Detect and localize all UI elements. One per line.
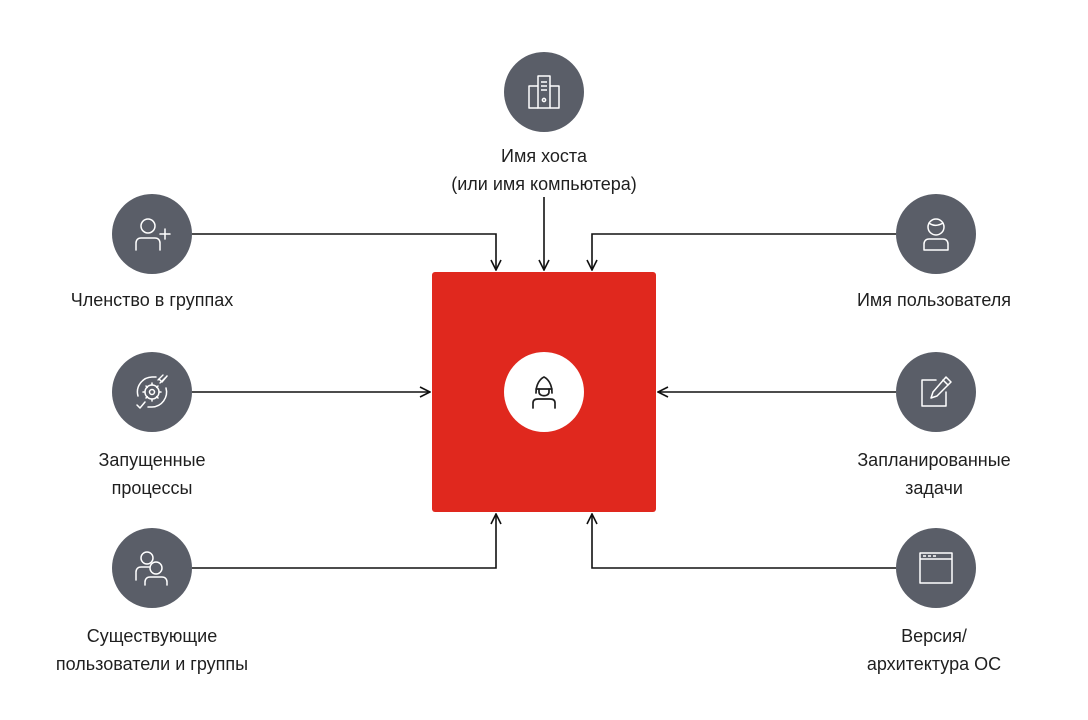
connector-os-version bbox=[592, 514, 896, 569]
hostname-label-line-2: (или имя компьютера) bbox=[451, 174, 637, 194]
hostname-label-line-1: Имя хоста bbox=[501, 146, 587, 166]
group-membership-label: Членство в группах bbox=[12, 286, 292, 314]
running-processes-label: Запущенные процессы bbox=[12, 446, 292, 502]
gear-cycle-icon bbox=[136, 374, 168, 409]
edit-icon bbox=[921, 376, 952, 407]
group-membership-node bbox=[112, 194, 192, 274]
connector-username bbox=[592, 233, 896, 270]
scheduled-tasks-node bbox=[896, 352, 976, 432]
connector-group-membership bbox=[192, 233, 496, 270]
existing-users-groups-label-line-2: пользователи и группы bbox=[55, 654, 249, 674]
scheduled-tasks-label-line-2: задачи bbox=[905, 478, 963, 498]
os-version-node bbox=[896, 528, 976, 608]
group-membership-label-line-1: Членство в группах bbox=[70, 290, 234, 310]
existing-users-groups-node bbox=[112, 528, 192, 608]
os-version-label: Версия/ архитектура ОС bbox=[794, 622, 1074, 678]
username-node bbox=[896, 194, 976, 274]
os-version-label-line-1: Версия/ bbox=[901, 626, 967, 646]
existing-users-groups-label: Существующие пользователи и группы bbox=[12, 622, 292, 678]
running-processes-label-line-2: процессы bbox=[111, 478, 193, 498]
username-label: Имя пользователя bbox=[794, 286, 1074, 314]
center-circle bbox=[504, 352, 584, 432]
scheduled-tasks-label: Запланированные задачи bbox=[794, 446, 1074, 502]
scheduled-tasks-label-line-1: Запланированные bbox=[857, 450, 1011, 470]
running-processes-node bbox=[112, 352, 192, 432]
os-version-label-line-2: архитектура ОС bbox=[866, 654, 1002, 674]
hostname-label: Имя хоста (или имя компьютера) bbox=[404, 142, 684, 198]
user-icon bbox=[923, 218, 949, 251]
running-processes-label-line-1: Запущенные bbox=[98, 450, 206, 470]
hostname-node bbox=[504, 52, 584, 132]
server-icon bbox=[528, 75, 560, 109]
window-icon bbox=[919, 552, 953, 584]
username-label-line-1: Имя пользователя bbox=[856, 290, 1012, 310]
connector-existing-users-groups bbox=[192, 514, 496, 569]
hacker-icon bbox=[532, 376, 556, 409]
users-icon bbox=[135, 551, 168, 586]
user-plus-icon bbox=[135, 218, 171, 251]
existing-users-groups-label-line-1: Существующие bbox=[86, 626, 218, 646]
